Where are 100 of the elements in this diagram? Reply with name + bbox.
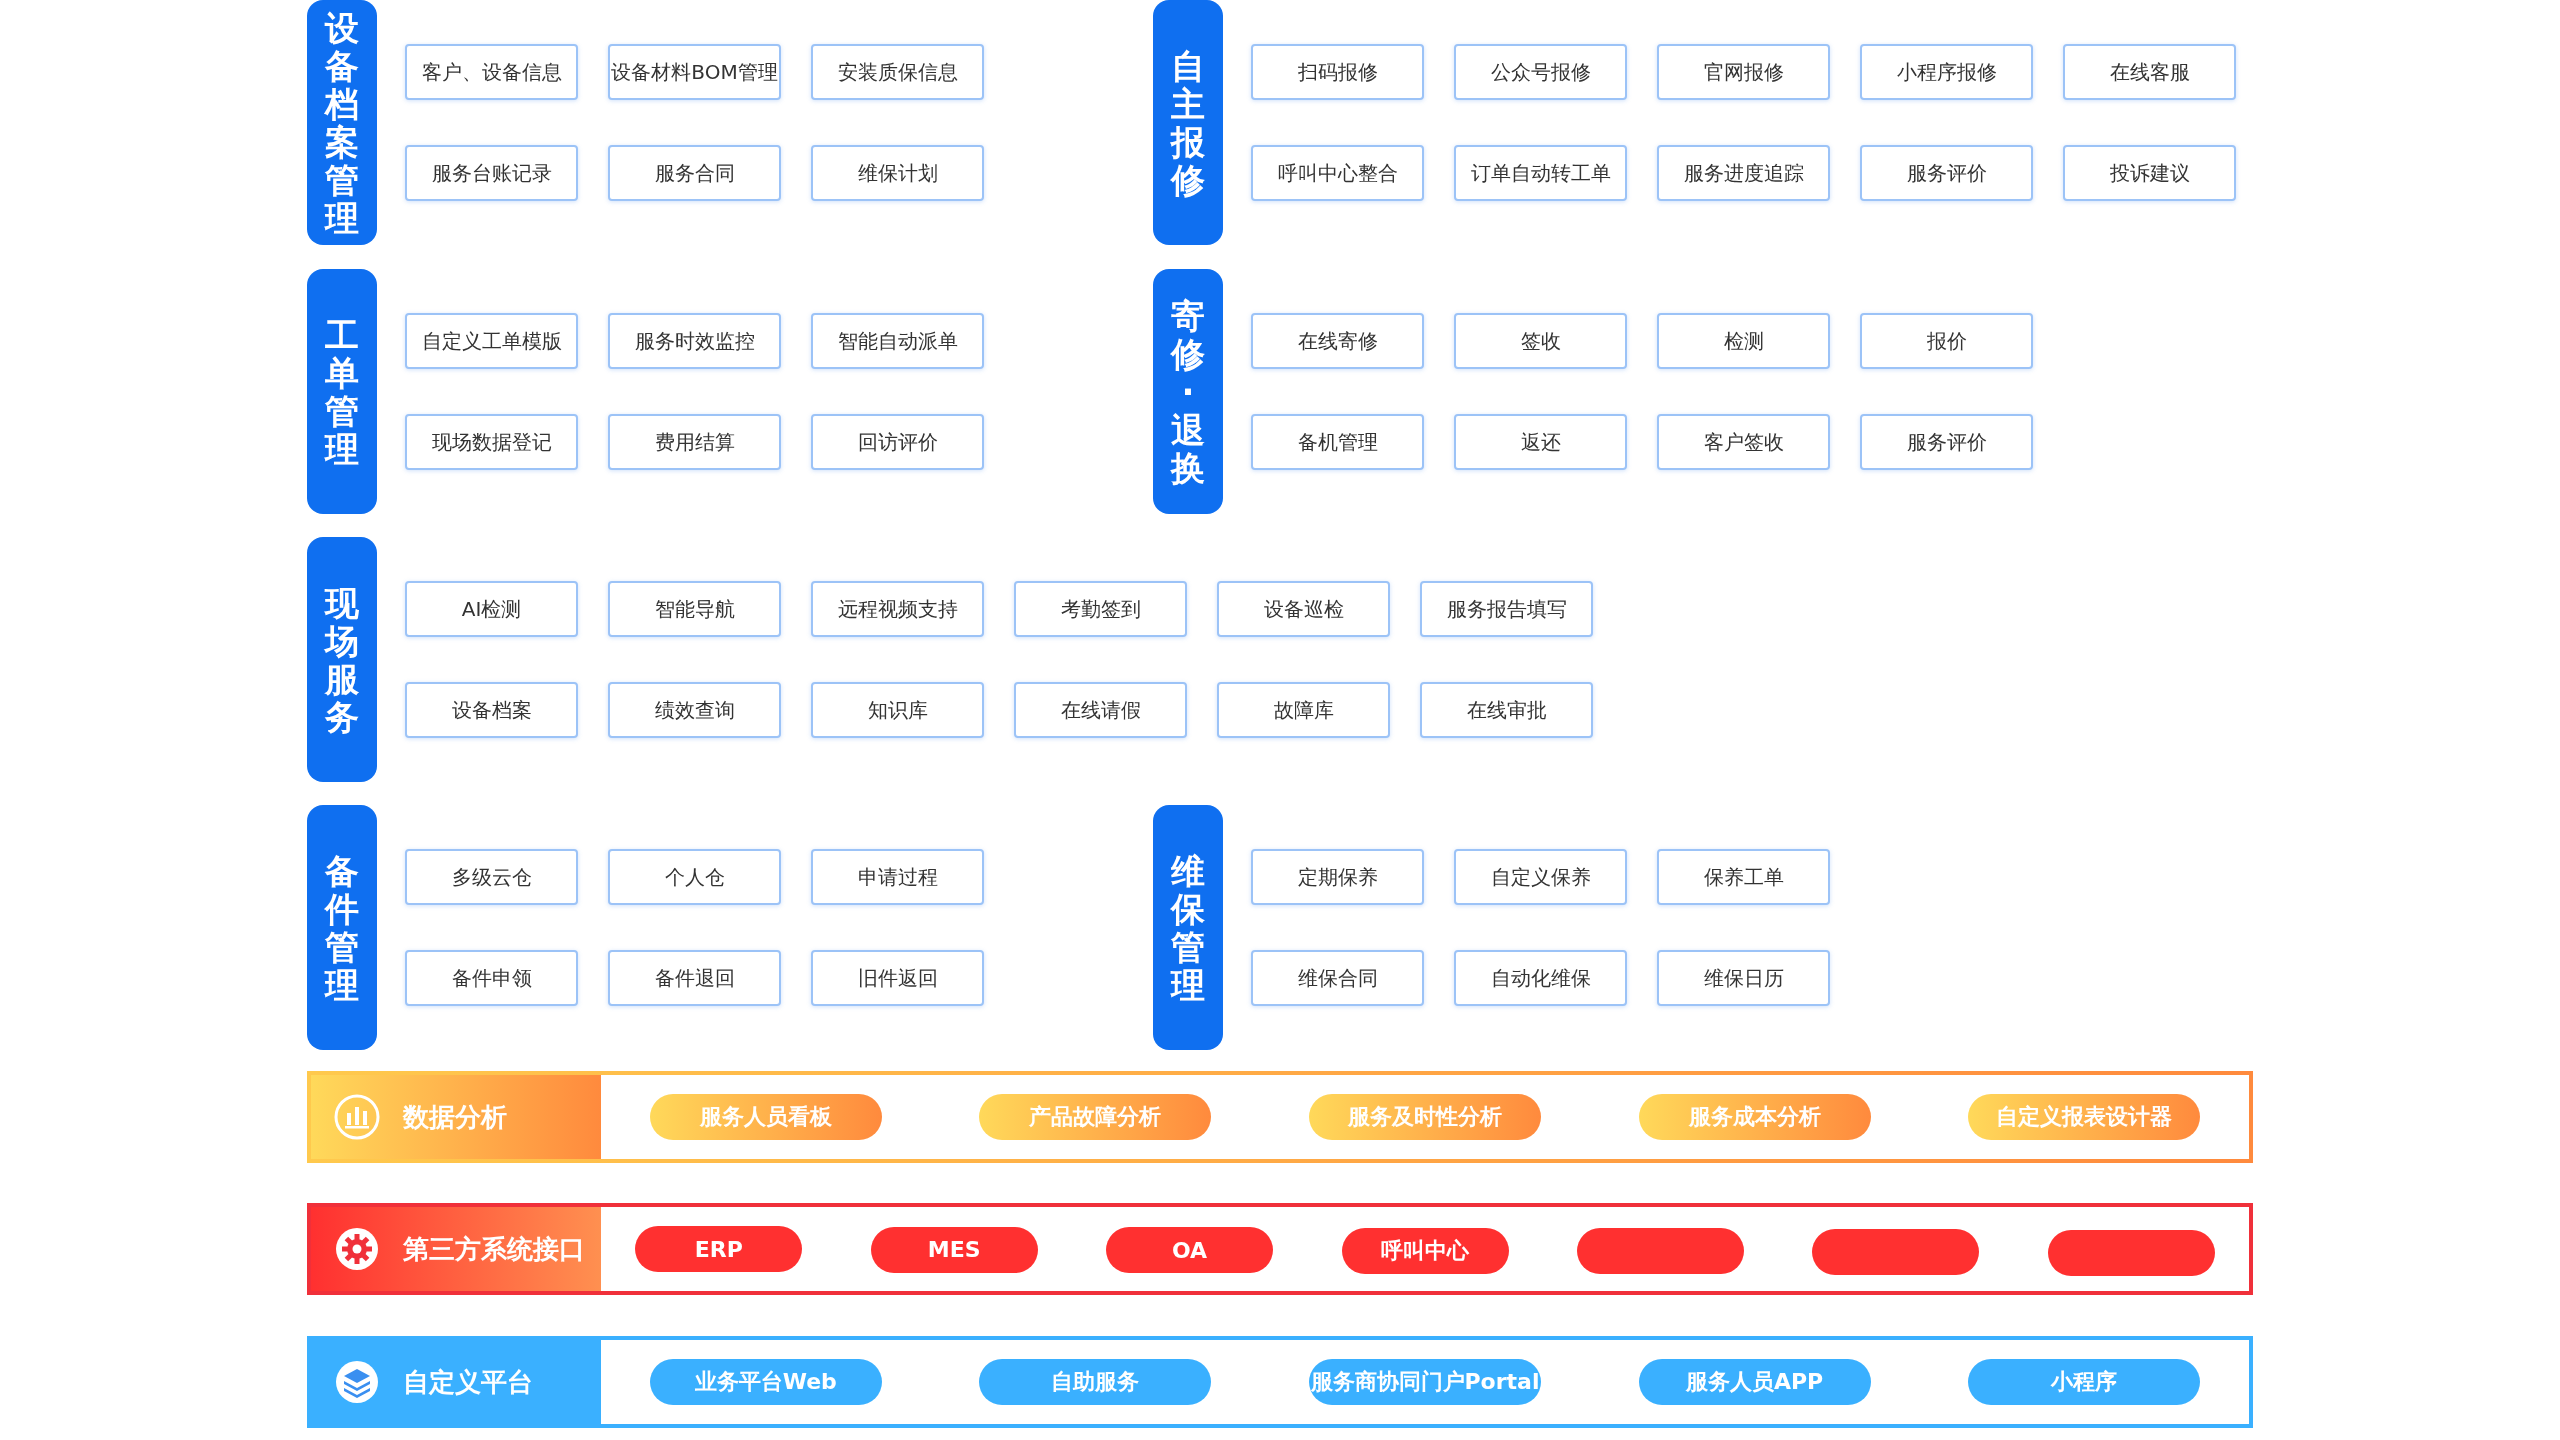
feature-label: 呼叫中心整合: [1277, 159, 1398, 187]
feature-box: [811, 145, 984, 201]
feature-label: 扫码报修: [1297, 58, 1378, 86]
category-title: 备件管理: [324, 851, 360, 1004]
category-tab: [307, 0, 377, 245]
tag-label: 服务及时性分析: [1348, 1103, 1502, 1131]
feature-box: [1420, 581, 1593, 637]
feature-box: [1251, 44, 1424, 100]
feature-label: 检测: [1723, 327, 1764, 355]
feature-label: 投诉建议: [2109, 159, 2190, 187]
feature-box: [811, 313, 984, 369]
band-title: 数据分析: [403, 1100, 507, 1134]
feature-box: [1251, 145, 1424, 201]
feature-label: 客户签收: [1703, 428, 1784, 456]
feature-label: 现场数据登记: [431, 428, 552, 456]
category-title: 工单管理: [324, 315, 360, 468]
feature-box: [405, 950, 578, 1006]
feature-label: 设备档案: [451, 696, 532, 724]
category-tab: [307, 537, 377, 782]
feature-box: [1860, 414, 2033, 470]
feature-box: [1657, 849, 1830, 905]
category-tab: [307, 269, 377, 514]
feature-box: [1860, 145, 2033, 201]
feature-box: [1657, 44, 1830, 100]
feature-label: 设备材料BOM管理: [611, 58, 778, 86]
tag-pill: [1309, 1094, 1541, 1140]
feature-label: 服务评价: [1906, 159, 1987, 187]
feature-box: [2063, 145, 2236, 201]
feature-label: 申请过程: [857, 863, 938, 891]
tag-label: 产品故障分析: [1029, 1103, 1162, 1131]
feature-label: 备件退回: [654, 964, 735, 992]
feature-label: 知识库: [867, 696, 928, 724]
feature-box: [811, 414, 984, 470]
category-title: 设备档案管理: [324, 8, 360, 237]
category-title: 自主报修: [1170, 46, 1206, 199]
feature-label: 在线请假: [1060, 696, 1141, 724]
feature-label: 服务时效监控: [634, 327, 755, 355]
feature-label: 服务报告填写: [1446, 595, 1567, 623]
feature-box: [811, 849, 984, 905]
feature-label: 保养工单: [1703, 863, 1784, 891]
feature-box: [2063, 44, 2236, 100]
feature-label: 公众号报修: [1490, 58, 1591, 86]
feature-label: 备机管理: [1297, 428, 1378, 456]
feature-box: [1454, 849, 1627, 905]
feature-label: 维保日历: [1703, 964, 1784, 992]
feature-box: [1454, 414, 1627, 470]
feature-label: 智能导航: [654, 595, 735, 623]
feature-label: 费用结算: [654, 428, 735, 456]
feature-label: 在线客服: [2109, 58, 2190, 86]
feature-label: 旧件返回: [857, 964, 938, 992]
tag-pill: [870, 1226, 1038, 1273]
tag-label: 服务成本分析: [1688, 1103, 1821, 1131]
feature-box: [1217, 581, 1390, 637]
feature-label: 故障库: [1273, 696, 1334, 724]
tag-pill: [1968, 1359, 2201, 1405]
feature-label: 在线审批: [1466, 696, 1547, 724]
feature-label: 在线寄修: [1297, 327, 1378, 355]
band-title: 自定义平台: [403, 1365, 533, 1399]
feature-box: [1454, 44, 1627, 100]
feature-box: [811, 44, 984, 100]
feature-box: [608, 950, 781, 1006]
feature-label: 定期保养: [1297, 863, 1378, 891]
feature-box: [608, 313, 781, 369]
feature-box: [1251, 313, 1424, 369]
feature-box: [1217, 682, 1390, 738]
feature-box: [405, 682, 578, 738]
feature-label: 远程视频支持: [837, 595, 958, 623]
tag-label: OA: [1172, 1237, 1208, 1263]
tag-pill: [635, 1226, 803, 1272]
feature-box: [608, 44, 781, 100]
feature-label: 安装质保信息: [837, 58, 958, 86]
feature-box: [1454, 950, 1627, 1006]
blank-pill: [1812, 1229, 1980, 1275]
module-band: [307, 1071, 2253, 1163]
feature-label: 服务合同: [654, 159, 735, 187]
category-tab: [1153, 805, 1223, 1050]
category-tab: [1153, 269, 1223, 514]
feature-box: [405, 414, 578, 470]
feature-box: [1454, 313, 1627, 369]
tag-pill: [649, 1094, 882, 1140]
feature-label: 服务台账记录: [431, 159, 552, 187]
category-title: 维保管理: [1170, 851, 1206, 1004]
feature-label: 小程序报修: [1896, 58, 1997, 86]
feature-label: 客户、设备信息: [421, 58, 562, 86]
feature-box: [1860, 44, 2033, 100]
feature-label: 备件申领: [451, 964, 532, 992]
tag-pill: [1968, 1094, 2201, 1140]
feature-box: [405, 44, 578, 100]
tag-label: 小程序: [2051, 1368, 2118, 1396]
feature-box: [608, 414, 781, 470]
feature-label: 智能自动派单: [837, 327, 958, 355]
blank-pill: [2047, 1229, 2215, 1276]
feature-box: [1251, 950, 1424, 1006]
feature-label: 维保计划: [857, 159, 938, 187]
feature-box: [1860, 313, 2033, 369]
feature-label: 报价: [1926, 327, 1967, 355]
module-band: [307, 1336, 2253, 1428]
tag-label: 服务人员看板: [699, 1103, 832, 1131]
tag-label: MES: [927, 1237, 981, 1263]
tag-label: 服务人员APP: [1685, 1368, 1824, 1396]
